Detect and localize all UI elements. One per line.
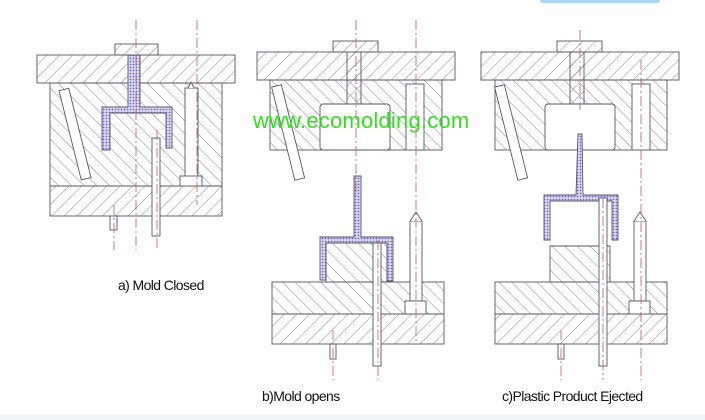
top-accent-bar [540, 0, 660, 3]
panel-b-mold-opens [256, 20, 456, 380]
panel-a-mold-closed [36, 20, 236, 250]
bottom-strip [0, 414, 705, 420]
caption-mold-opens: b)Mold opens [262, 388, 340, 404]
caption-mold-closed: a) Mold Closed [118, 277, 204, 293]
panel-c-product-ejected [480, 30, 680, 380]
caption-product-ejected: c)Plastic Product Ejected [502, 388, 643, 404]
watermark-text: www.ecomolding.com [253, 108, 470, 133]
